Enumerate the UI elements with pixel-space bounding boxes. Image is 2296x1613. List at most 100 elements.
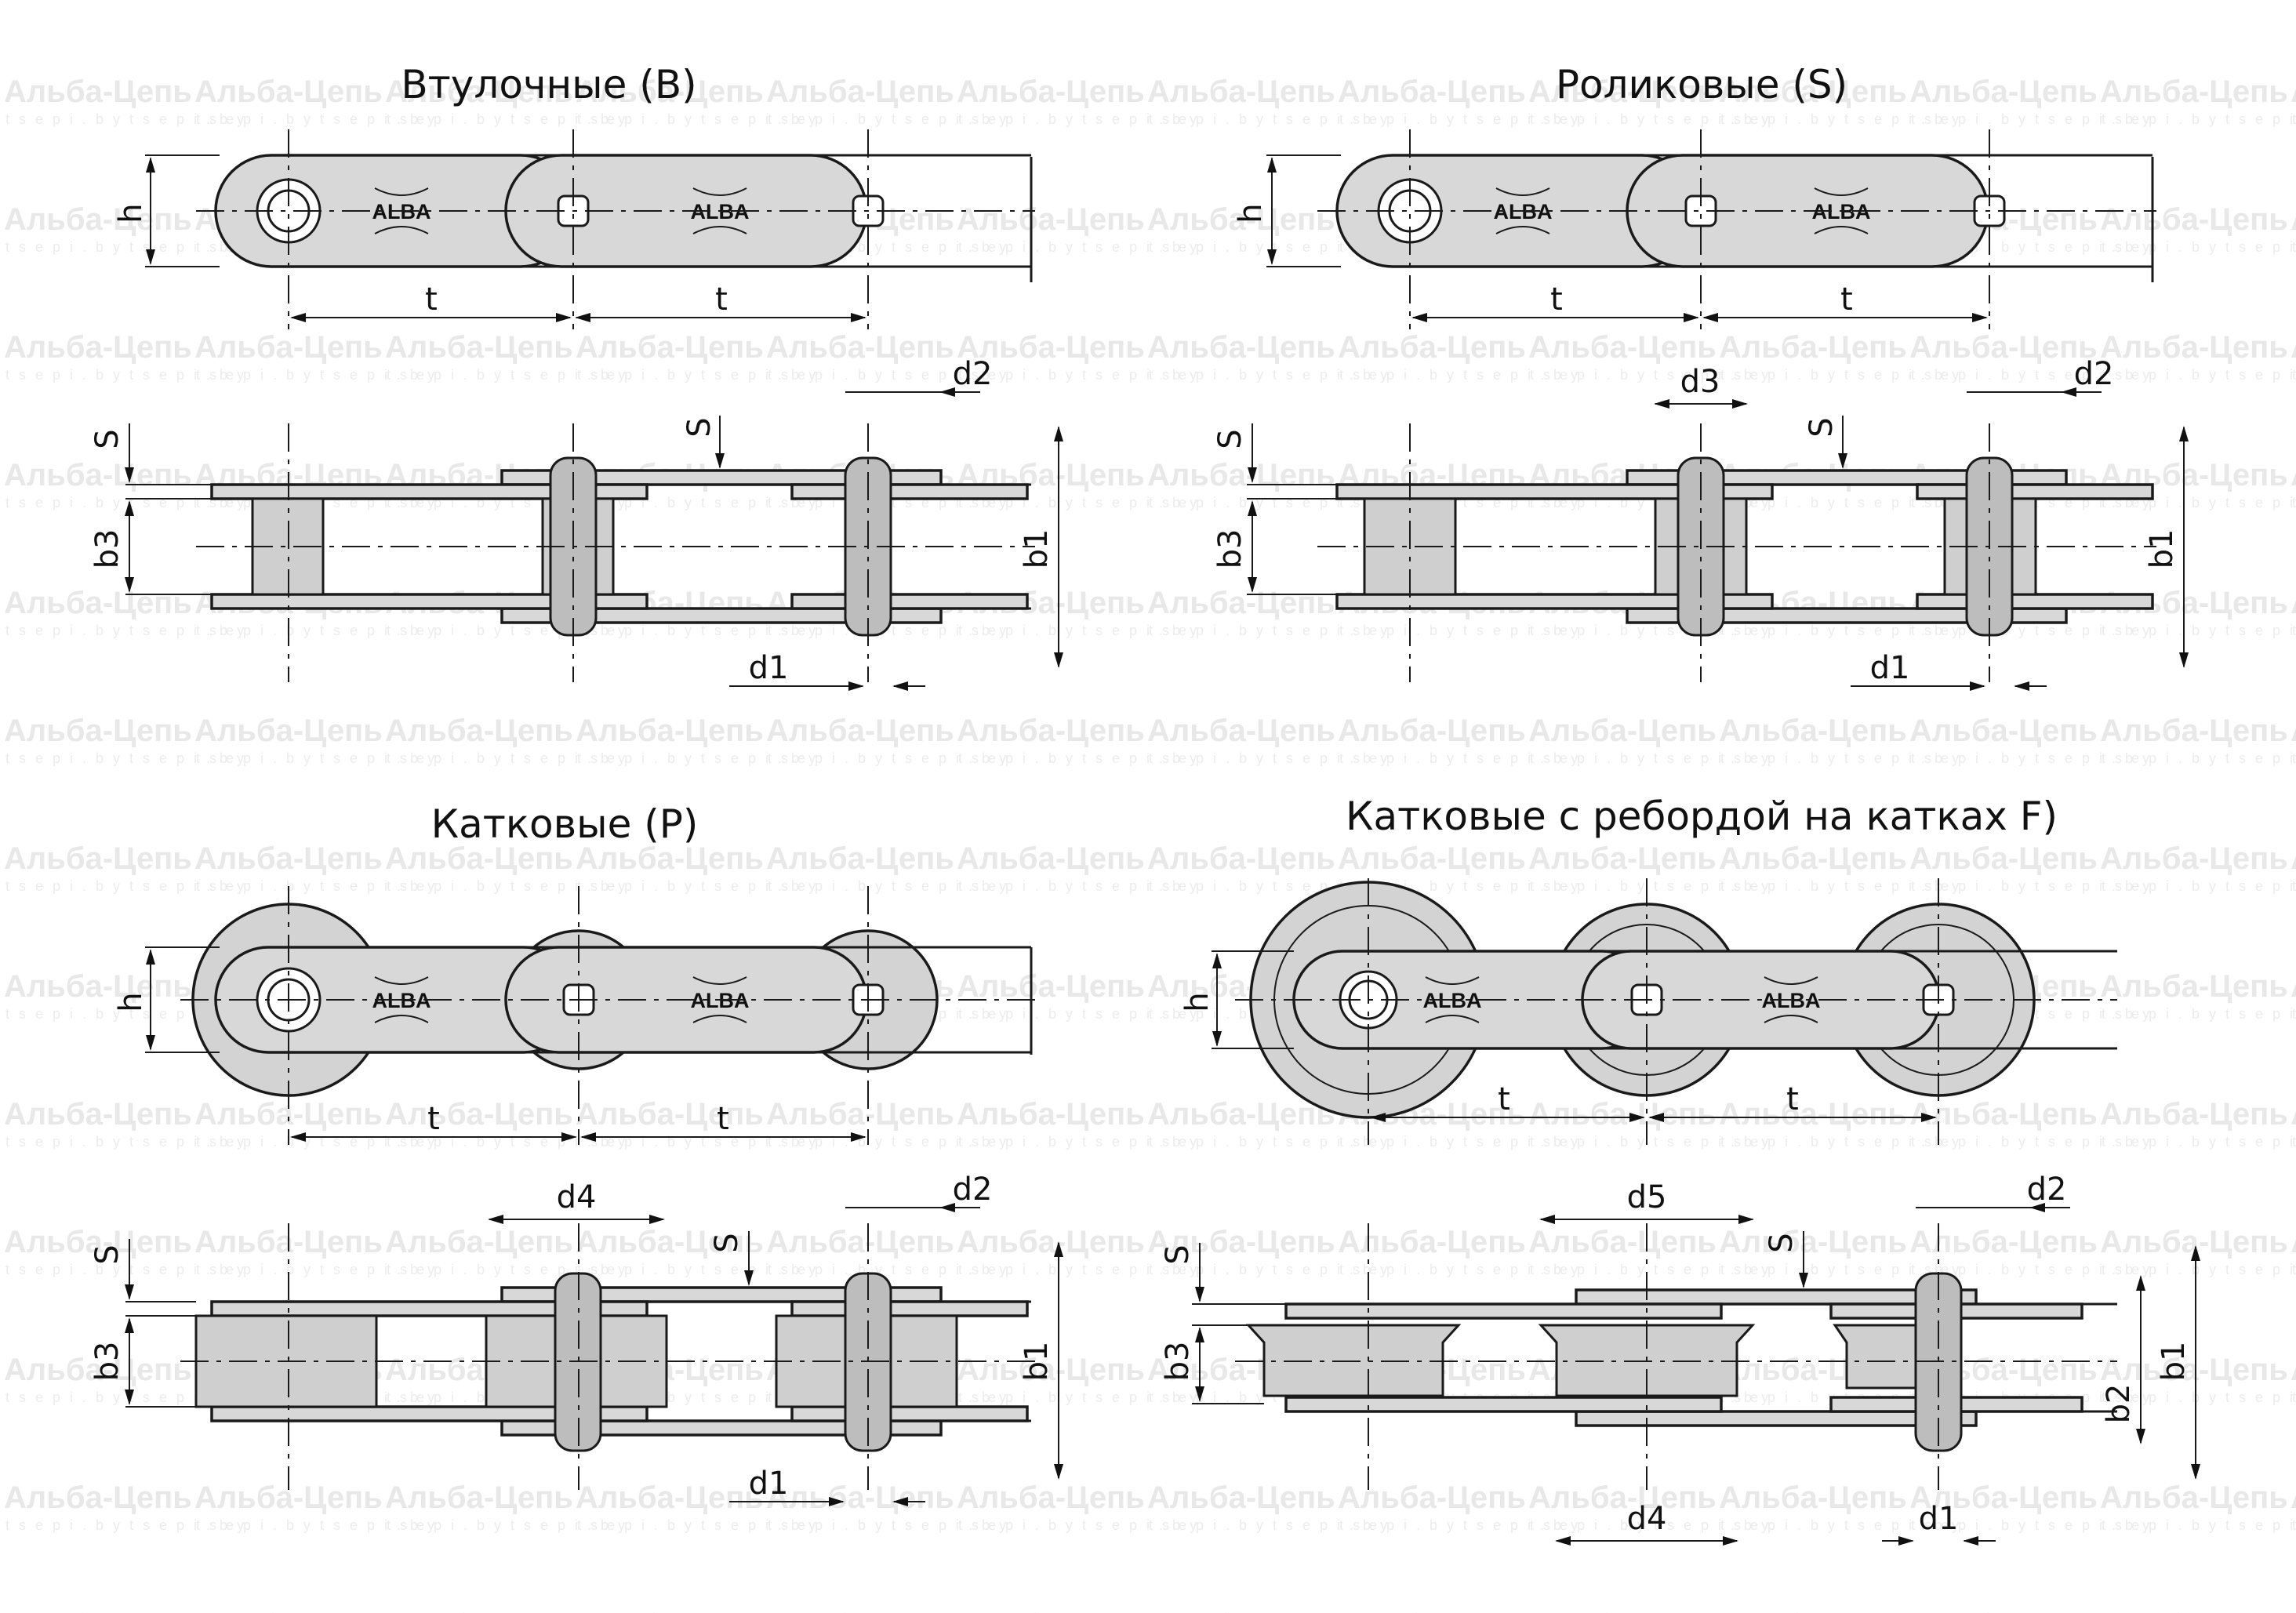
- logo-arc: [692, 187, 747, 196]
- watermark-brand: Альба-Цепь: [1719, 1097, 1907, 1132]
- watermark-site: tsepi.bytsepi.by: [1149, 1517, 1397, 1533]
- watermark-site: tsepi.bytsepi.by: [196, 878, 444, 894]
- dim-label-d2: d2: [953, 356, 993, 392]
- watermark-brand: Альба-Цепь: [2291, 330, 2296, 365]
- inner-plate: [210, 1405, 648, 1422]
- dim-label-s: S: [1212, 429, 1248, 449]
- watermark-brand: Альба-Цепь: [2291, 714, 2296, 748]
- watermark-site: tsepi.bytsepi.by: [768, 111, 1015, 127]
- watermark-brand: Альба-Цепь: [4, 969, 192, 1004]
- watermark-brand: Альба-Цепь: [2291, 586, 2296, 620]
- dim-label-s: S: [1160, 1244, 1196, 1264]
- watermark-brand: Альба-Цепь: [1147, 1097, 1335, 1132]
- watermark-brand: Альба-Цепь: [4, 586, 192, 620]
- watermark-site: tsepi.bytsepi.by: [958, 1262, 1206, 1277]
- watermark-site: tsepi.bytsepi.by: [1339, 1517, 1587, 1533]
- watermark-site: tsepi.bytsepi.by: [5, 1134, 253, 1150]
- inner-plate: [1916, 593, 2154, 610]
- dim-label-t: t: [1786, 1081, 1799, 1117]
- watermark-site: tsepi.bytsepi.by: [1530, 1262, 1778, 1277]
- dim-label-b1: b1: [1019, 1342, 1055, 1382]
- dim-label-s: S: [681, 417, 718, 437]
- watermark-site: tsepi.bytsepi.by: [958, 878, 1206, 894]
- watermark-brand: Альба-Цепь: [1528, 330, 1717, 365]
- watermark-brand: Альба-Цепь: [4, 330, 192, 365]
- watermark-brand: Альба-Цепь: [1528, 1608, 1717, 1613]
- watermark-site: tsepi.bytsepi.by: [577, 1517, 825, 1533]
- watermark-site: tsepi.bytsepi.by: [5, 111, 253, 127]
- watermark-site: tsepi.bytsepi.by: [387, 1517, 634, 1533]
- watermark-site: tsepi.bytsepi.by: [768, 878, 1015, 894]
- top-view: S b3 S b1 d3 d2 d1: [1212, 356, 2189, 691]
- watermark-brand: Альба-Цепь: [4, 1353, 192, 1387]
- logo-arc: [1495, 226, 1550, 234]
- watermark-site: tsepi.bytsepi.by: [1530, 367, 1778, 383]
- inner-plate: [1335, 483, 1774, 500]
- watermark-brand: Альба-Цепь: [4, 202, 192, 237]
- outer-plate: [500, 469, 943, 486]
- watermark-site: tsepi.bytsepi.by: [1149, 623, 1397, 638]
- watermark-brand: Альба-Цепь: [766, 330, 954, 365]
- watermark-brand: Альба-Цепь: [2100, 1097, 2288, 1132]
- dim-label-t: t: [717, 1101, 729, 1137]
- watermark-brand: Альба-Цепь: [2291, 841, 2296, 876]
- watermark-site: tsepi.bytsepi.by: [958, 623, 1206, 638]
- watermark-site: tsepi.bytsepi.by: [958, 1517, 1206, 1533]
- side-view: ALBA ALBA h t t: [1233, 129, 2156, 329]
- watermark-brand: Альба-Цепь: [1338, 714, 1526, 748]
- inner-plate: [1916, 483, 2154, 500]
- logo-arc: [374, 226, 429, 234]
- watermark-site: tsepi.bytsepi.by: [958, 1134, 1206, 1150]
- watermark-site: tsepi.bytsepi.by: [958, 239, 1206, 255]
- watermark-brand: Альба-Цепь: [4, 458, 192, 492]
- dim-label-h: h: [1233, 203, 1269, 223]
- watermark-brand: Альба-Цепь: [1909, 330, 2098, 365]
- logo-arc: [1425, 976, 1480, 985]
- watermark-brand: Альба-Цепь: [1338, 1480, 1526, 1515]
- watermark-site: tsepi.bytsepi.by: [2292, 1262, 2296, 1277]
- watermark-brand: Альба-Цепь: [1719, 841, 1907, 876]
- watermark-brand: Альба-Цепь: [1528, 74, 1717, 109]
- outer-plate: [1626, 607, 2068, 624]
- inner-plate: [1335, 593, 1774, 610]
- watermark-brand: Альба-Цепь: [957, 714, 1145, 748]
- watermark-brand: Альба-Цепь: [385, 1608, 573, 1613]
- dim-label-s: S: [709, 1233, 745, 1252]
- panel-title: Роликовые (S): [1556, 62, 1847, 107]
- dim-label-h: h: [113, 992, 149, 1012]
- watermark-site: tsepi.bytsepi.by: [1720, 495, 1968, 510]
- watermark-brand: Альба-Цепь: [1147, 202, 1335, 237]
- watermark-site: tsepi.bytsepi.by: [2292, 1006, 2296, 1022]
- watermark-brand: Альба-Цепь: [1147, 74, 1335, 109]
- watermark-site: tsepi.bytsepi.by: [2292, 367, 2296, 383]
- side-view: ALBA ALBA h t t: [1179, 878, 2117, 1145]
- dim-label-d3: d3: [1680, 364, 1720, 400]
- top-view: S b3 S b1 d4 d2 d1: [89, 1172, 1063, 1506]
- watermark-brand: Альба-Цепь: [385, 1480, 573, 1515]
- watermark-brand: Альба-Цепь: [1338, 1225, 1526, 1259]
- watermark-site: tsepi.bytsepi.by: [2102, 111, 2296, 127]
- watermark-site: tsepi.bytsepi.by: [577, 111, 825, 127]
- watermark-brand: Альба-Цепь: [957, 330, 1145, 365]
- watermark-site: tsepi.bytsepi.by: [5, 239, 253, 255]
- watermark-site: tsepi.bytsepi.by: [5, 750, 253, 766]
- logo-arc: [1425, 1015, 1480, 1023]
- dim-label-s: S: [89, 429, 125, 449]
- watermark-brand: Альба-Цепь: [1909, 74, 2098, 109]
- watermark-brand: Альба-Цепь: [1909, 841, 2098, 876]
- watermark-site: tsepi.bytsepi.by: [2292, 623, 2296, 638]
- watermark-site: tsepi.bytsepi.by: [1911, 1517, 2159, 1533]
- watermark-site: tsepi.bytsepi.by: [577, 878, 825, 894]
- watermark-site: tsepi.bytsepi.by: [2292, 1517, 2296, 1533]
- watermark-site: tsepi.bytsepi.by: [387, 1262, 634, 1277]
- watermark-brand: Альба-Цепь: [957, 1480, 1145, 1515]
- dim-label-d1: d1: [1919, 1501, 1959, 1537]
- watermark-site: tsepi.bytsepi.by: [1339, 1134, 1587, 1150]
- dim-label-d4: d4: [557, 1179, 597, 1215]
- watermark-brand: Альба-Цепь: [2291, 1225, 2296, 1259]
- watermark-brand: Альба-Цепь: [194, 1608, 383, 1613]
- inner-plate: [790, 1405, 1029, 1422]
- watermark-brand: Альба-Цепь: [2291, 458, 2296, 492]
- watermark-brand: Альба-Цепь: [2100, 330, 2288, 365]
- watermark-site: tsepi.bytsepi.by: [1149, 367, 1397, 383]
